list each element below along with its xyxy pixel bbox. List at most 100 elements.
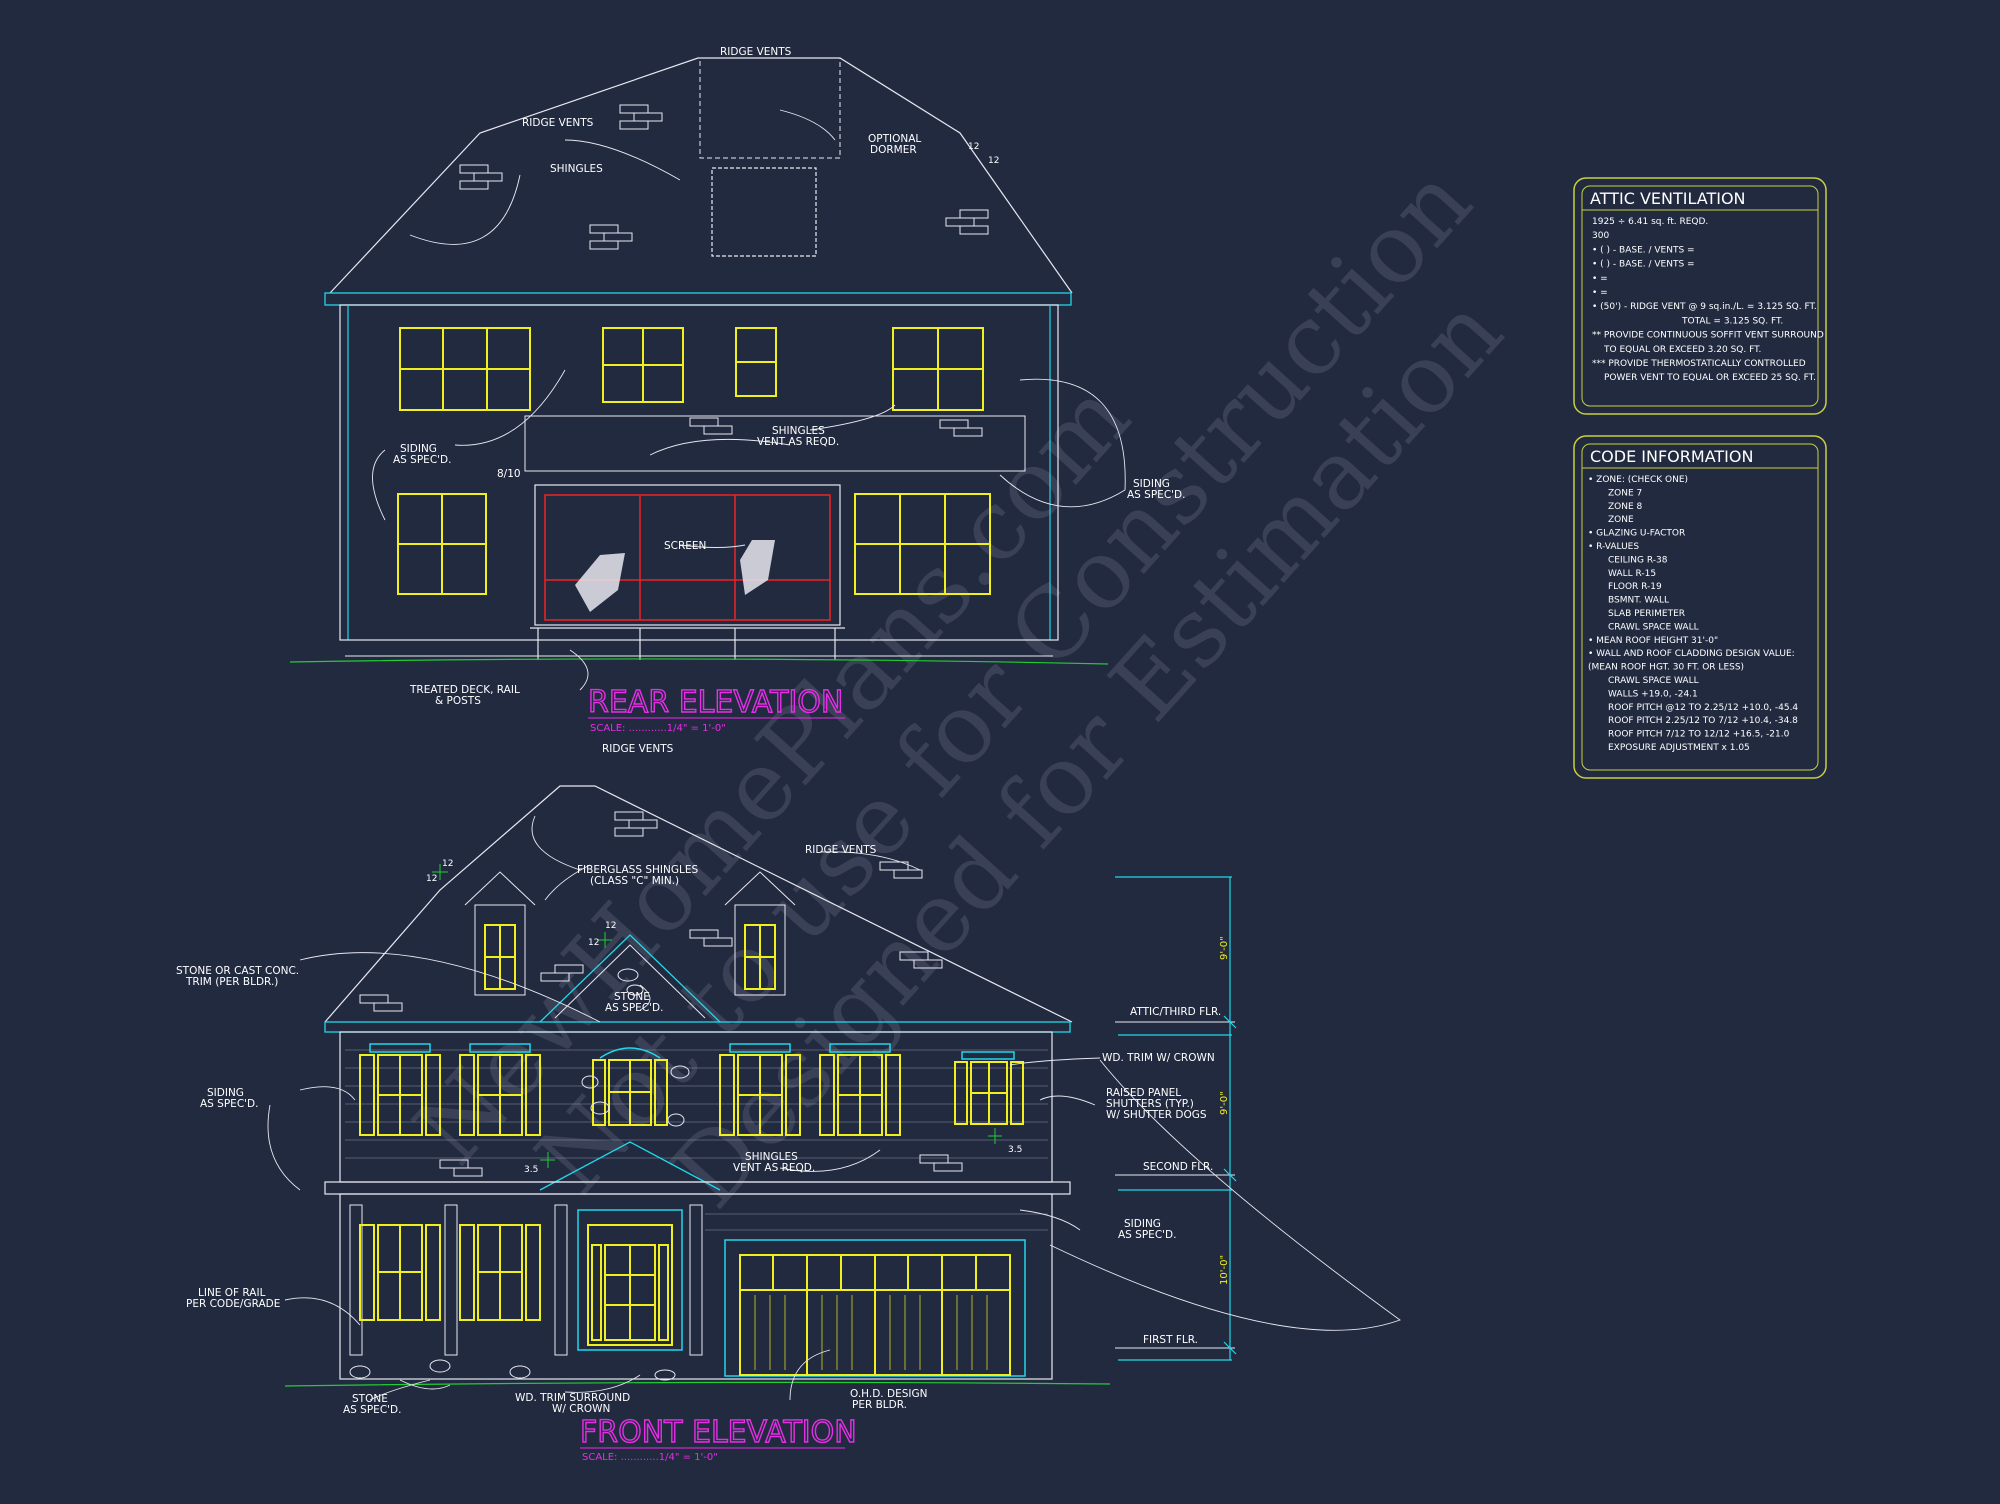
attic-ventilation-line: *** PROVIDE THERMOSTATICALLY CONTROLLED bbox=[1592, 359, 1806, 369]
attic-ventilation-line: • ( ) - BASE. / VENTS = bbox=[1592, 245, 1695, 255]
front-label-ohd-1: O.H.D. DESIGN bbox=[850, 1388, 927, 1400]
front-label-siding-left-1: SIDING bbox=[207, 1087, 244, 1099]
attic-ventilation-line: TOTAL = 3.125 SQ. FT. bbox=[1681, 316, 1783, 326]
front-siding-lines bbox=[345, 1049, 1048, 1159]
front-label-pitch-35b: 3.5 bbox=[1008, 1145, 1022, 1155]
front-window-crowns bbox=[369, 1043, 1015, 1060]
front-label-fiberglass-2: (CLASS "C" MIN.) bbox=[590, 875, 679, 887]
rear-label-screen: SCREEN bbox=[664, 540, 706, 552]
front-label-stone-gable-2: AS SPEC'D. bbox=[605, 1002, 663, 1014]
code-information-line: EXPOSURE ADJUSTMENT x 1.05 bbox=[1608, 743, 1750, 753]
front-door bbox=[587, 1224, 673, 1346]
front-roof bbox=[324, 785, 1073, 1023]
front-elevation-scale: SCALE: ............1/4" = 1'-0" bbox=[582, 1452, 718, 1463]
front-leaders bbox=[267, 815, 1401, 1401]
rear-label-shingles-vent-1: SHINGLES bbox=[772, 425, 825, 437]
front-center-gable bbox=[539, 934, 721, 1023]
front-dormers bbox=[464, 871, 796, 996]
front-level-lines bbox=[1115, 1021, 1235, 1349]
front-ground bbox=[284, 1381, 1111, 1387]
front-label-shingles-vent-2: VENT AS REQD. bbox=[733, 1162, 815, 1174]
front-center-gable-inner bbox=[554, 944, 706, 1019]
front-label-pitch-35a: 3.5 bbox=[524, 1165, 538, 1175]
front-label-siding-right-1: SIDING bbox=[1124, 1218, 1161, 1230]
code-information-line: • R-VALUES bbox=[1588, 542, 1639, 552]
front-first-floor-windows bbox=[359, 1224, 541, 1321]
front-label-pitch-12c: 12 bbox=[605, 921, 616, 931]
front-dim-upper: 9'-0" bbox=[1219, 936, 1230, 960]
rear-dormer-window bbox=[711, 167, 817, 257]
code-information-table: CODE INFORMATION • ZONE: (CHECK ONE)ZONE… bbox=[1573, 435, 1827, 779]
front-second-floor-windows bbox=[359, 1054, 1024, 1136]
front-pitch-symbols bbox=[432, 864, 1002, 1168]
front-label-wd-surround-1: WD. TRIM SURROUND bbox=[515, 1392, 630, 1404]
code-information-line: ZONE 7 bbox=[1608, 488, 1642, 498]
rear-label-siding-right-1: SIDING bbox=[1133, 478, 1170, 490]
front-label-attic-flr: ATTIC/THIRD FLR. bbox=[1130, 1006, 1221, 1018]
code-information-line: ROOF PITCH 7/12 TO 12/12 +16.5, -21.0 bbox=[1608, 730, 1790, 740]
front-label-second-flr: SECOND FLR. bbox=[1143, 1161, 1213, 1173]
code-information-line: BSMNT. WALL bbox=[1608, 596, 1669, 606]
rear-label-pitch-a: 12 bbox=[968, 142, 979, 152]
front-label-stone-gable-1: STONE bbox=[614, 991, 650, 1003]
front-stone-symbols bbox=[349, 968, 690, 1381]
rear-label-deck-1: TREATED DECK, RAIL bbox=[409, 684, 520, 696]
front-label-siding-right-2: AS SPEC'D. bbox=[1118, 1229, 1176, 1241]
rear-label-pitch-810: 8/10 bbox=[497, 468, 521, 480]
attic-ventilation-line: • ( ) - BASE. / VENTS = bbox=[1592, 260, 1695, 270]
code-information-line: ZONE 8 bbox=[1608, 502, 1643, 512]
front-label-wd-surround-2: W/ CROWN bbox=[552, 1403, 610, 1415]
attic-ventilation-line: • = bbox=[1592, 274, 1608, 284]
rear-label-siding-right-2: AS SPEC'D. bbox=[1127, 489, 1185, 501]
attic-ventilation-line: ** PROVIDE CONTINUOUS SOFFIT VENT SURROU… bbox=[1592, 331, 1824, 341]
code-information-line: FLOOR R-19 bbox=[1608, 582, 1662, 592]
code-information-line: CRAWL SPACE WALL bbox=[1608, 676, 1699, 686]
rear-porch-roof bbox=[524, 415, 1026, 472]
front-label-shingles-vent-1: SHINGLES bbox=[745, 1151, 798, 1163]
rear-brick-symbols bbox=[459, 104, 989, 437]
rear-roof bbox=[329, 57, 1073, 294]
rear-label-shingles: SHINGLES bbox=[550, 163, 603, 175]
front-label-first-flr: FIRST FLR. bbox=[1143, 1334, 1198, 1346]
attic-ventilation-line: TO EQUAL OR EXCEED 3.20 SQ. FT. bbox=[1603, 345, 1761, 355]
attic-ventilation-line: 1925 ÷ 6.41 sq. ft. REQD. bbox=[1592, 217, 1708, 227]
front-elevation: RIDGE VENTS FIBERGLASS SHINGLES (CLASS "… bbox=[176, 785, 1401, 1463]
rear-label-dormer: DORMER bbox=[870, 144, 917, 156]
front-elevation-title: FRONT ELEVATION bbox=[580, 1415, 857, 1450]
watermark: NewHomePlans.com Not to use for Construc… bbox=[393, 146, 1524, 1229]
code-information-line: • GLAZING U-FACTOR bbox=[1588, 529, 1685, 539]
rear-eave bbox=[324, 292, 1072, 306]
code-information-line: ZONE bbox=[1608, 515, 1634, 525]
code-information-line: ROOF PITCH 2.25/12 TO 7/12 +10.4, -34.8 bbox=[1608, 716, 1798, 726]
rear-screen-hatch-right bbox=[740, 540, 775, 595]
front-label-raised-1: RAISED PANEL bbox=[1106, 1087, 1181, 1099]
watermark-line-2: Not to use for Construction bbox=[515, 146, 1493, 1215]
code-information-line: (MEAN ROOF HGT. 30 FT. OR LESS) bbox=[1588, 663, 1744, 673]
front-dim-lower: 10'-0" bbox=[1219, 1255, 1230, 1285]
rear-elevation-scale: SCALE: ............1/4" = 1'-0" bbox=[590, 723, 726, 734]
rear-upper-windows bbox=[397, 327, 991, 595]
front-first-floor-wall bbox=[339, 1193, 1053, 1380]
code-information-line: SLAB PERIMETER bbox=[1608, 609, 1685, 619]
rear-screen-porch bbox=[534, 484, 841, 626]
front-label-raised-3: W/ SHUTTER DOGS bbox=[1106, 1109, 1207, 1121]
rear-label-ridge-vents-left: RIDGE VENTS bbox=[522, 117, 594, 129]
code-information-line: • ZONE: (CHECK ONE) bbox=[1588, 475, 1688, 485]
front-porch-columns bbox=[349, 1204, 703, 1356]
front-label-siding-left-2: AS SPEC'D. bbox=[200, 1098, 258, 1110]
rear-label-ridge-vents-top: RIDGE VENTS bbox=[720, 46, 792, 58]
front-label-pitch-12a: 12 bbox=[442, 859, 453, 869]
attic-ventilation-line: • = bbox=[1592, 288, 1608, 298]
attic-ventilation-table: ATTIC VENTILATION 1925 ÷ 6.41 sq. ft. RE… bbox=[1573, 177, 1827, 415]
front-dormer-windows bbox=[484, 924, 776, 990]
rear-label-shingles-vent-2: VENT AS REQD. bbox=[757, 436, 839, 448]
front-porch-gable bbox=[539, 1141, 721, 1191]
front-garage-siding bbox=[705, 1213, 1048, 1231]
code-information-line: WALLS +19.0, -24.1 bbox=[1608, 689, 1698, 699]
rear-label-optional: OPTIONAL bbox=[868, 133, 921, 145]
rear-label-siding-left-2: AS SPEC'D. bbox=[393, 454, 451, 466]
rear-label-ridge-vents-below: RIDGE VENTS bbox=[602, 743, 674, 755]
front-garage-grooves bbox=[754, 1295, 988, 1370]
